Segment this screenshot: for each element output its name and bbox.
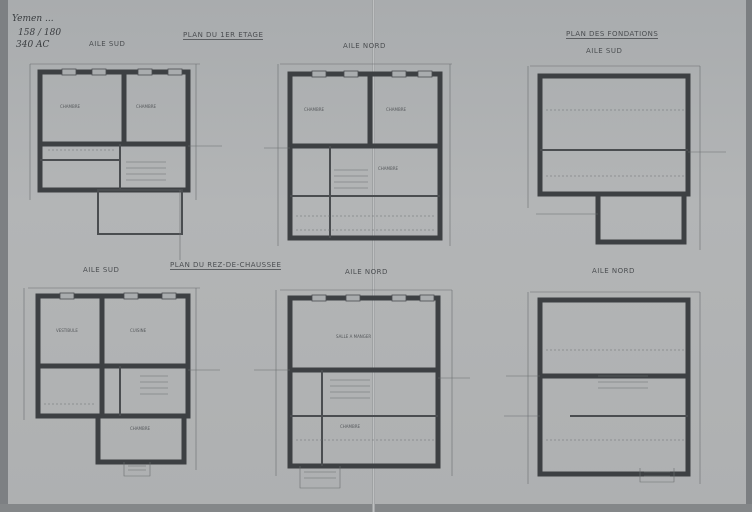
- sheet-right-edge: [746, 0, 752, 512]
- wing-label-foundation-south: Aile Sud: [586, 47, 623, 55]
- plan-foundations-north: [504, 291, 701, 484]
- plan-ground-floor-south: [23, 287, 220, 477]
- room-label: Cuisine: [130, 328, 147, 333]
- room-label: Chambre: [304, 107, 325, 112]
- sheet-bottom-edge: [0, 504, 752, 512]
- plan-first-floor-south: [29, 63, 222, 260]
- wing-label-ground-south: Aile Sud: [83, 266, 120, 274]
- room-label: Chambre: [136, 104, 157, 109]
- title-foundations: Plan des Fondations: [566, 30, 659, 39]
- plan-ground-floor-north: [254, 289, 470, 489]
- handwritten-note-3: 340 AC: [16, 40, 50, 50]
- wing-label-ground-north: Aile Nord: [345, 268, 388, 276]
- title-ground-floor: Plan du Rez-de-Chaussee: [170, 261, 282, 270]
- title-first-floor: Plan du 1er Etage: [183, 31, 264, 40]
- room-label: Chambre: [386, 107, 407, 112]
- room-label: Chambre: [60, 104, 81, 109]
- room-label: Chambre: [130, 426, 151, 431]
- sheet-left-edge: [0, 0, 8, 512]
- handwritten-note-2: 158 / 180: [18, 28, 62, 38]
- wing-label-first-north: Aile Nord: [343, 42, 386, 50]
- room-label: Vestibule: [56, 328, 78, 333]
- wing-label-foundation-north: Aile Nord: [592, 267, 635, 275]
- room-label: Chambre: [340, 424, 361, 429]
- plan-foundations-south: [527, 65, 726, 250]
- center-fold: [372, 0, 375, 512]
- room-label: Salle a manger: [336, 334, 372, 339]
- handwritten-note-1: Yemen ...: [12, 14, 54, 24]
- plan-first-floor-north: [264, 63, 452, 246]
- wing-label-first-south: Aile Sud: [89, 40, 126, 48]
- room-label: Chambre: [378, 166, 399, 171]
